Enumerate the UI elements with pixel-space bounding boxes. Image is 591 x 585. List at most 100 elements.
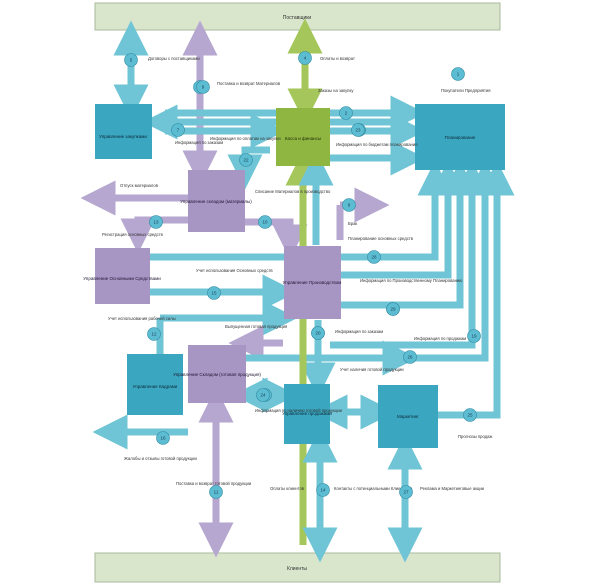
- label-l26: Реклама и Маркетинговые акции: [420, 486, 485, 491]
- number-circle-10: [258, 215, 272, 229]
- number-circle-24: [256, 388, 270, 402]
- number-circle-label-5: 5: [130, 58, 133, 63]
- number-circle-label-8: 8: [348, 203, 351, 208]
- number-circle-27: [399, 485, 413, 499]
- arrow-production-planning: [340, 160, 478, 309]
- boxes: Управление закупками Касса и финансы Пла…: [83, 104, 505, 448]
- box-sales: [284, 384, 330, 444]
- number-circle-2: [339, 106, 353, 120]
- number-circle-5: [124, 53, 138, 67]
- box-sales-label: Управление продажами: [282, 411, 332, 416]
- box-production-label: Управление Производством: [283, 280, 342, 285]
- number-circle-label-15: 15: [211, 291, 217, 296]
- number-circle-label-10: 10: [262, 220, 268, 225]
- number-circle-label-25: 25: [467, 413, 473, 418]
- box-fixed-assets: [95, 248, 150, 304]
- number-circle-label-13: 13: [153, 220, 159, 225]
- label-l5: Поставка и возврат Материалов: [217, 81, 281, 86]
- arrow-production-planning-2: [340, 160, 466, 279]
- top-bar-label: Поставщики: [283, 15, 312, 21]
- number-circle-20: [311, 326, 325, 340]
- box-marketing-label: Маркетинг: [397, 414, 419, 419]
- number-circle-4: [298, 51, 312, 65]
- box-production: [284, 246, 341, 319]
- box-purchasing: [95, 104, 152, 159]
- number-circle-7: [171, 123, 185, 137]
- flow-labels: Покупатели Предприятия Заказы на закупку…: [102, 56, 492, 491]
- number-circle-12: [147, 327, 161, 341]
- number-circle-label-16: 16: [160, 436, 166, 441]
- label-l27: Прогнозы продаж: [458, 434, 492, 439]
- label-l4: Договоры с поставщиками: [148, 56, 200, 61]
- number-circle-25: [463, 408, 477, 422]
- box-finished-goods-label: Управление Складом (готовая продукция): [173, 372, 261, 377]
- number-circles: 1234567891011121314151617181920212223242…: [124, 51, 481, 499]
- box-inventory-label: Управление складом (материалы): [180, 199, 252, 204]
- label-l16: Учет использования рабочей силы: [108, 316, 176, 321]
- label-l1: Покупатели Предприятия: [441, 88, 491, 93]
- bottom-bar: [94, 552, 501, 583]
- number-circle-14: [316, 483, 330, 497]
- number-circle-label-24: 24: [260, 393, 266, 398]
- box-marketing: [378, 385, 438, 448]
- label-l10: Списание Материалов в производство: [255, 189, 331, 194]
- number-circle-11: [209, 485, 223, 499]
- number-circle-8: [342, 198, 356, 212]
- number-circle-label-1: 1: [457, 72, 460, 77]
- label-l12: Регистрация основных средств: [102, 232, 164, 237]
- number-circle-22: [239, 153, 253, 167]
- number-circle-label-9: 9: [202, 85, 205, 90]
- label-l25: Контакты с потенциальными Клиентами: [334, 486, 413, 491]
- number-circle-label-7: 7: [177, 128, 180, 133]
- label-l20: Учет наличия готовой продукции: [340, 367, 404, 372]
- number-circle-label-27: 27: [403, 490, 409, 495]
- number-circle-1: [451, 67, 465, 81]
- label-l17: Выпущенная готовая продукция: [225, 324, 287, 329]
- label-l24: Оплаты клиентов: [270, 486, 305, 491]
- label-l2: Заказы на закупку: [318, 88, 354, 93]
- bottom-bar-label: Клиенты: [287, 566, 307, 572]
- arrow-sales-orders: [330, 160, 490, 349]
- number-circle-label-2: 2: [345, 111, 348, 116]
- label-l7: Информация по заказам: [175, 140, 223, 145]
- arrow-fixed-asset-reg: [120, 216, 190, 254]
- arrow-fixed-assets-planning: [150, 160, 453, 261]
- box-inventory: [188, 170, 245, 232]
- box-fixed-assets-label: Управление Основными Средствами: [83, 276, 161, 281]
- box-finance: [276, 108, 330, 166]
- number-circle-label-23: 23: [355, 128, 361, 133]
- label-l21: Информация по наличию готовой продукции: [255, 408, 343, 413]
- number-circle-label-11: 11: [214, 490, 219, 495]
- number-circle-label-26: 26: [407, 355, 413, 360]
- label-l6: Информация по оплатам на закупки: [210, 136, 281, 141]
- box-finished-goods: [188, 345, 246, 403]
- label-l11: Брак: [348, 221, 357, 226]
- number-circle-26: [403, 350, 417, 364]
- label-l23: Поставка и возврат готовой продукции: [176, 481, 252, 486]
- number-circle-23: [351, 123, 365, 137]
- label-l15: Учет использования Основных средств: [196, 268, 273, 273]
- box-personnel: [127, 354, 183, 415]
- label-l19: Информация по продажам: [414, 336, 466, 341]
- number-circle-16: [156, 431, 170, 445]
- box-planning-label: Планирование: [445, 135, 476, 140]
- number-circle-label-12: 12: [151, 332, 157, 337]
- box-finance-label: Касса и финансы: [285, 136, 321, 141]
- box-planning: [415, 104, 505, 170]
- number-circle-label-14: 14: [320, 488, 326, 493]
- number-circle-29: [386, 302, 400, 316]
- number-circle-15: [207, 286, 221, 300]
- number-circle-9: [196, 80, 210, 94]
- number-circle-28: [367, 250, 381, 264]
- label-l22: Жалобы и отзывы готовой продукции: [124, 456, 197, 461]
- label-l13: Планирование основных средств: [348, 236, 414, 241]
- number-circle-label-29: 29: [390, 307, 396, 312]
- number-circle-19: [467, 329, 481, 343]
- number-circle-label-20: 20: [315, 331, 321, 336]
- arrow-sales-forecast: [438, 160, 515, 419]
- number-circle-label-19: 19: [471, 334, 477, 339]
- number-circle-13: [149, 215, 163, 229]
- number-circle-label-28: 28: [371, 255, 377, 260]
- label-l9: Отпуск материалов: [120, 183, 159, 188]
